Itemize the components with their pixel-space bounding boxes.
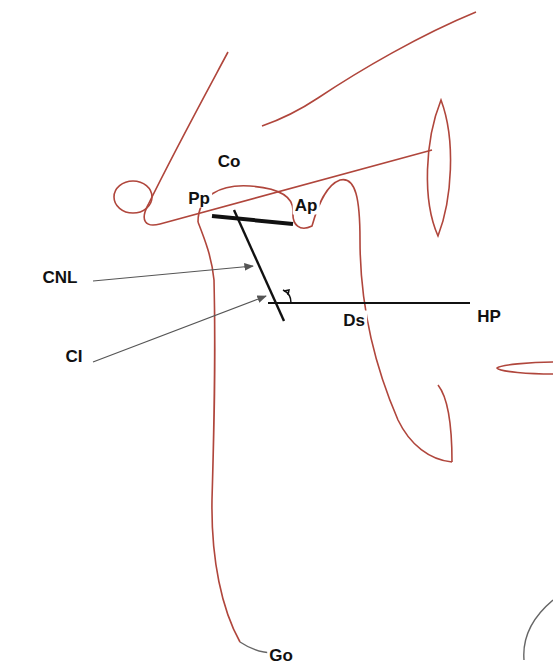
pterygoid-outline [427, 100, 450, 236]
inner-contour [438, 385, 452, 462]
red-outline [114, 12, 553, 642]
angle-arc [283, 290, 291, 303]
landmark-label: Co [216, 152, 243, 171]
grey-contour [524, 600, 553, 660]
foramen-outline [114, 181, 152, 213]
line-label: HP [475, 307, 503, 326]
landmark-label: Pp [186, 189, 212, 208]
landmark-label: Ap [293, 196, 320, 215]
landmark-label: Go [267, 646, 295, 665]
hyoid-outline [497, 362, 553, 374]
pp-ap-line [212, 216, 293, 224]
posterior-ramus [198, 222, 240, 642]
leader-line [93, 296, 266, 362]
leader-lines [93, 266, 266, 362]
callout-label: CNL [41, 268, 80, 287]
condylar-neck-line [234, 210, 284, 321]
measurement-lines [212, 210, 470, 321]
angle-arc-head [284, 290, 289, 295]
horizontal-plane [268, 302, 470, 304]
callout-label: CI [64, 347, 85, 366]
ramus-upper [198, 180, 452, 462]
line-label: Ds [341, 311, 367, 330]
leader-line [93, 266, 253, 281]
